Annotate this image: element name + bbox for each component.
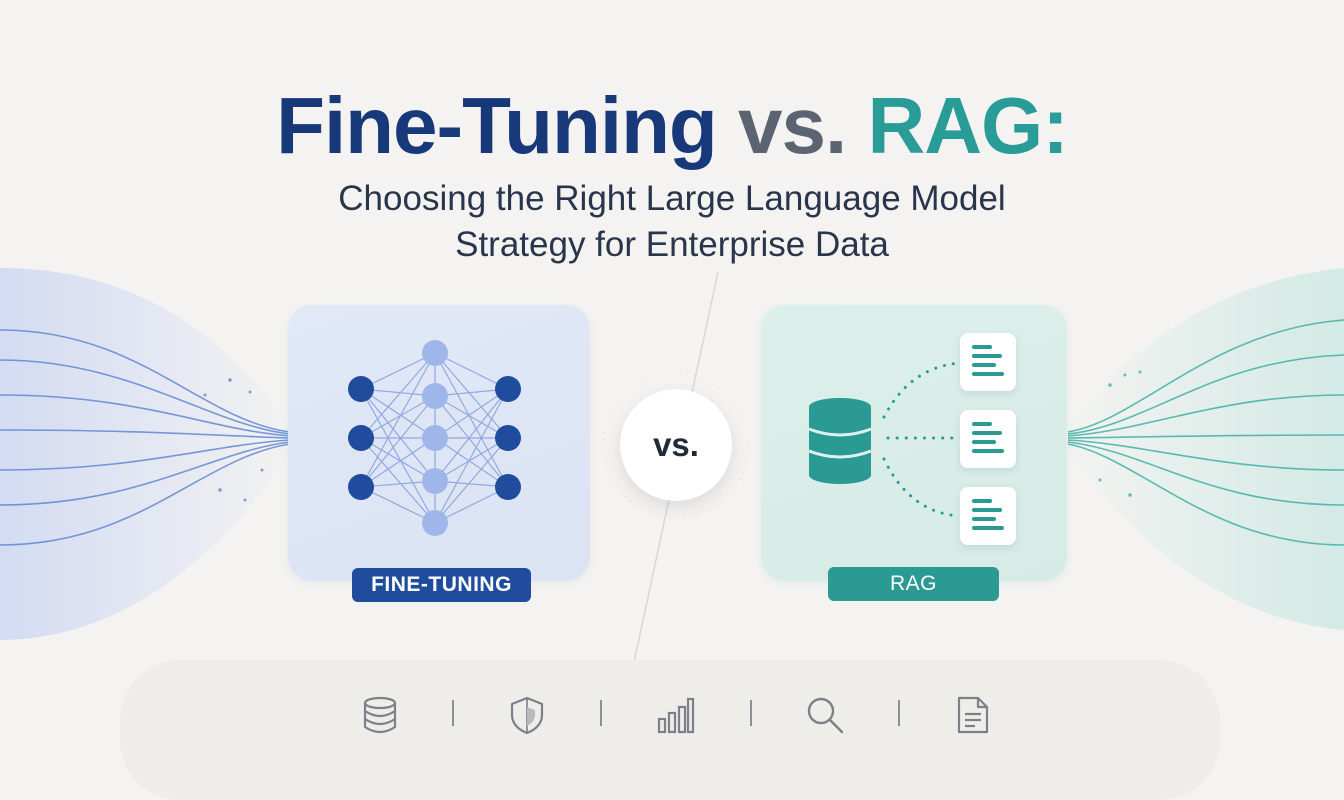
icon-separator	[750, 700, 752, 726]
background-waves	[0, 268, 1344, 691]
retrieved-document-2	[960, 410, 1016, 468]
retrieved-document-1	[960, 333, 1016, 391]
headline-rag: RAG:	[867, 81, 1068, 170]
database-icon	[808, 398, 872, 484]
search-icon	[807, 697, 844, 734]
icon-separator	[600, 700, 602, 726]
vs-badge: vs.	[620, 389, 732, 501]
icon-separator	[452, 700, 454, 726]
database-icon	[363, 696, 397, 734]
retrieved-document-3	[960, 487, 1016, 545]
shield-icon	[510, 696, 544, 735]
subtitle: Choosing the Right Large Language Model …	[0, 176, 1344, 268]
bar-chart-icon	[657, 697, 695, 734]
rag-label: RAG	[828, 567, 999, 601]
retrieval-connectors	[882, 361, 962, 518]
subtitle-line-2: Strategy for Enterprise Data	[455, 225, 889, 264]
fine-tuning-label: FINE-TUNING	[352, 568, 531, 602]
headline: Fine-Tuning vs. RAG:	[0, 78, 1344, 174]
document-lines-icon	[972, 499, 1004, 530]
subtitle-line-1: Choosing the Right Large Language Model	[338, 179, 1006, 218]
document-lines-icon	[972, 422, 1004, 453]
neural-network-icon	[348, 340, 521, 536]
headline-fine-tuning: Fine-Tuning	[276, 81, 718, 170]
icon-separator	[898, 700, 900, 726]
document-lines-icon	[972, 345, 1004, 376]
document-icon	[957, 696, 989, 734]
headline-vs: vs.	[738, 81, 847, 170]
